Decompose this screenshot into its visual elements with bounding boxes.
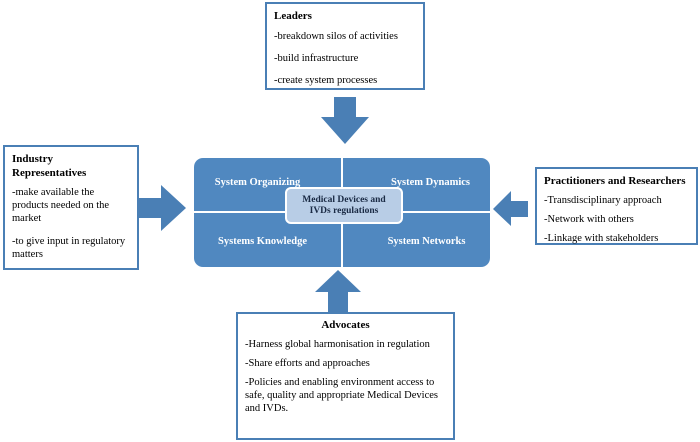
- center-label-line1: Medical Devices and: [302, 194, 386, 205]
- leaders-item: -breakdown silos of activities: [274, 31, 398, 42]
- advocates-title: Advocates: [321, 319, 370, 331]
- leaders-box: Leaders -breakdown silos of activities -…: [265, 2, 425, 90]
- quadrant-system-organizing: System Organizing: [214, 177, 301, 188]
- systems-grid: System Organizing System Dynamics System…: [194, 158, 490, 267]
- leaders-item: -build infrastructure: [274, 53, 359, 64]
- center-label: Medical Devices and IVDs regulations: [285, 187, 403, 224]
- practitioners-item: -Linkage with stakeholders: [544, 233, 659, 244]
- center-label-line2: IVDs regulations: [309, 205, 379, 216]
- industry-title-line1: Industry: [12, 153, 53, 165]
- quadrant-system-dynamics: System Dynamics: [390, 177, 471, 188]
- advocates-item: -Share efforts and approaches: [245, 358, 370, 369]
- industry-title-line2: Representatives: [12, 167, 87, 179]
- arrow-down-icon: [321, 97, 369, 144]
- advocates-item: -Policies and enabling environment acces…: [245, 377, 439, 414]
- arrow-up-icon: [315, 270, 361, 312]
- advocates-item: -Harness global harmonisation in regulat…: [245, 339, 430, 350]
- quadrant-system-networks: System Networks: [387, 236, 466, 247]
- advocates-box: Advocates -Harness global harmonisation …: [236, 312, 455, 440]
- industry-item: -to give input in regulatory matters: [12, 236, 126, 260]
- arrow-right-icon: [139, 185, 186, 231]
- practitioners-item: -Network with others: [544, 214, 634, 225]
- quadrant-systems-knowledge: Systems Knowledge: [218, 236, 307, 247]
- practitioners-item: -Transdisciplinary approach: [544, 195, 662, 206]
- industry-box: Industry Representatives -make available…: [3, 145, 139, 270]
- practitioners-title: Practitioners and Researchers: [544, 175, 686, 187]
- arrow-left-icon: [493, 191, 528, 226]
- industry-item: -make available the products needed on t…: [12, 187, 110, 224]
- leaders-item: -create system processes: [274, 75, 378, 86]
- leaders-title: Leaders: [274, 10, 312, 22]
- practitioners-box: Practitioners and Researchers -Transdisc…: [535, 167, 698, 245]
